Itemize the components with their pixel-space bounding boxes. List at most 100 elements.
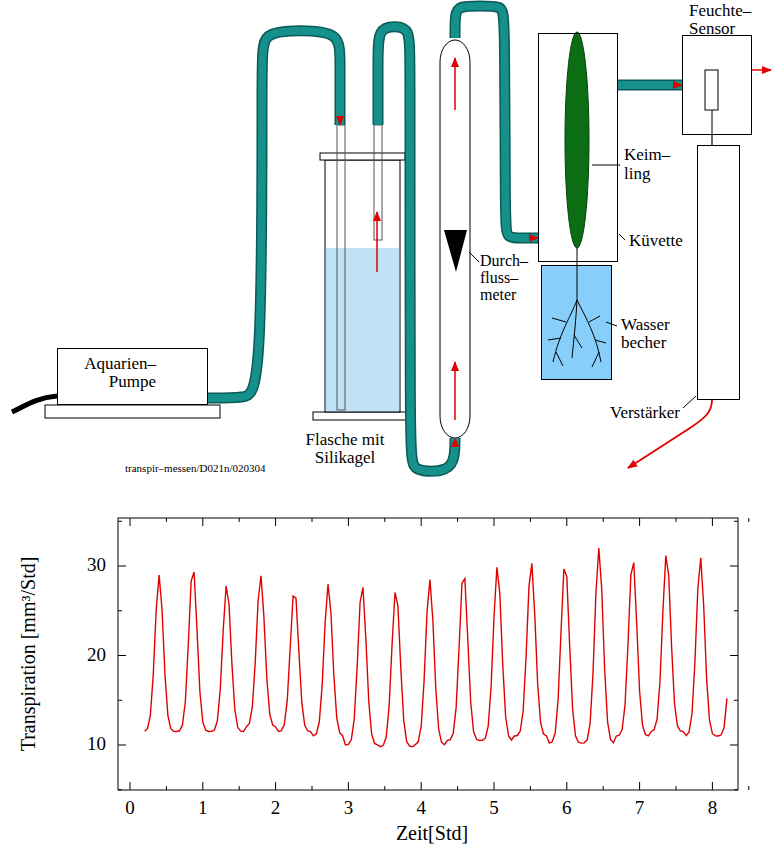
apparatus-part: Aquarien– Pumpe [57,348,208,405]
root [548,316,606,367]
exhaust-arrow [752,69,771,71]
tick-label: 30 [66,555,106,576]
tick-label: 2 [261,798,291,819]
apparatus-part: Küvette [538,33,618,262]
axis-tick [118,789,122,790]
apparatus-part: Wasser becher [541,265,612,380]
axis-tick [603,518,604,522]
tick-label: 4 [406,798,436,819]
humidity-sensor-element [705,70,718,110]
tube-fill [455,6,538,238]
axis-tick [202,782,203,790]
apparatus-part: Verstärker [697,145,740,400]
flow-arrow [454,362,456,420]
axis-tick [421,782,422,790]
axis-tick [566,518,567,526]
flowmeter-tube [440,40,470,438]
bottle-body [325,160,400,412]
axis-tick [734,700,738,701]
tube-outline [378,27,455,472]
apparatus-part: Durch– fluss– meter [440,38,535,438]
tube-outline [618,80,682,91]
air-tube [378,27,455,472]
tick-label: 1 [188,798,218,819]
tick-label: 20 [66,645,106,666]
signal-wire [712,135,713,145]
axis-tick [730,566,738,567]
axis-tick [118,521,122,522]
air-tube [618,85,682,86]
axis-tick [712,518,713,526]
part-label: Flasche mit Silikagel [285,431,405,467]
flow-arrow [376,212,378,272]
bottle-lid [320,153,405,160]
axis-tick [603,786,604,790]
root [572,300,577,358]
axis-tick [312,518,313,522]
leader-line [619,234,625,240]
axis-tick [118,700,122,701]
sensor-lead [712,110,713,135]
chart-ticks [118,518,749,790]
flow-arrow [454,58,456,110]
part-label: Küvette [629,232,683,250]
axis-tick [202,518,203,526]
wire [711,135,712,145]
part-label: Wasser becher [621,316,681,352]
inlet-tube [337,125,345,410]
axis-tick [494,518,495,526]
axis-tick [734,610,738,611]
axis-tick [348,518,349,526]
tick-label: 7 [625,798,655,819]
axis-tick [118,655,126,656]
tick-label: 10 [66,734,106,755]
axis-tick [712,782,713,790]
axis-tick [639,518,640,526]
root [577,248,578,300]
chart-curve [145,548,727,747]
axis-tick [118,610,122,611]
axis-tick [748,518,749,522]
flowmeter-float [444,230,467,272]
axis-tick [118,745,126,746]
leader-line [683,396,696,408]
chart-frame [118,518,738,790]
outlet-tube [374,125,382,240]
axis-tick [676,518,677,522]
axis-tick [348,782,349,790]
part-label: Feuchte– Sensor [689,2,759,38]
part-label: Aquarien– Pumpe [68,355,156,391]
axis-tick [734,521,738,522]
part-label: Durch– fluss– meter [480,253,538,303]
part-label: Verstärker [610,404,680,422]
tube-outline [455,6,538,238]
axis-tick [166,518,167,522]
annotation: transpir–messen/D021n/020304 [125,462,345,474]
bottle-base [313,412,410,420]
axis-tick [421,518,422,526]
axis-tick [494,782,495,790]
axis-tick [734,789,738,790]
tick-label: 5 [479,798,509,819]
axis-tick [530,786,531,790]
apparatus-part: Flasche mit Silikagel [285,125,405,485]
axis-tick [639,782,640,790]
tube-fill [208,31,340,398]
air-tube [455,6,538,238]
air-tube [208,31,340,398]
axis-tick [130,518,131,526]
axis-tick [457,786,458,790]
tick-label: 6 [552,798,582,819]
axis-tick [275,518,276,526]
apparatus-part: Feuchte– Sensor [682,35,752,135]
tube-fill [378,27,455,472]
axis-tick [118,566,126,567]
axis-tick [457,518,458,522]
annotation: Keim– ling [624,146,676,183]
leader-line [469,252,479,262]
axis-tick [312,786,313,790]
axis-tick [239,786,240,790]
